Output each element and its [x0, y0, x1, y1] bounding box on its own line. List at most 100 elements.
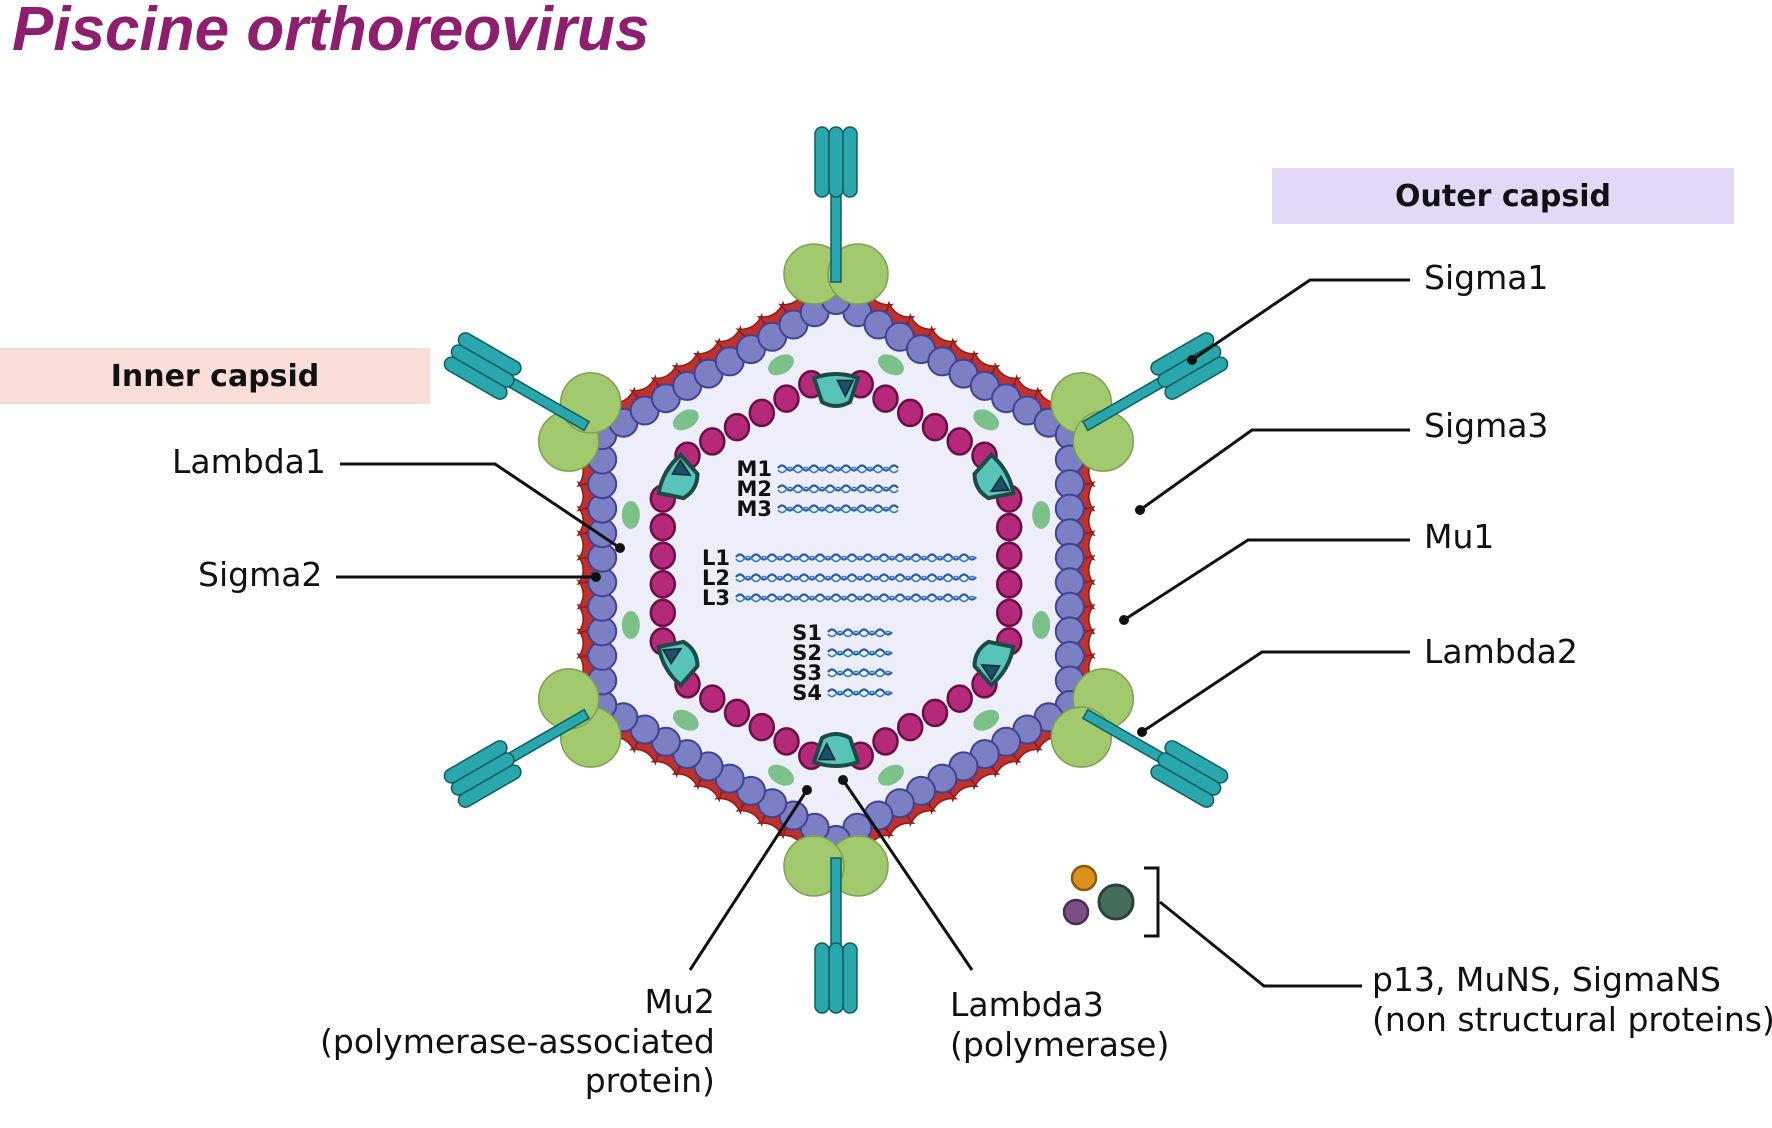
- segment-m2-strand-b: [777, 486, 899, 494]
- page-title: Piscine orthoreovirus: [12, 0, 650, 64]
- sigma2-protein: [768, 764, 794, 786]
- sigma2-protein: [1032, 611, 1051, 639]
- lambda1-protein: [995, 570, 1023, 599]
- sigma1-head: [1164, 356, 1229, 400]
- lambda1-protein: [649, 512, 677, 542]
- leader-lambda3: [841, 779, 974, 971]
- label-sigma1: Sigma1: [1424, 258, 1549, 297]
- sigma1-spike: [814, 126, 858, 283]
- sigma2-protein: [768, 354, 794, 376]
- segment-s2-strand-b: [827, 650, 893, 658]
- segment-l3-strand-b: [735, 595, 977, 603]
- segment-s4-strand-b: [827, 690, 893, 698]
- sigma1-head: [443, 740, 508, 784]
- inner-capsid-header: Inner capsid: [0, 348, 430, 404]
- lambda1-protein: [946, 427, 973, 456]
- lambda1-protein: [649, 598, 677, 628]
- leader-sigma3-dot: [1135, 505, 1145, 515]
- lambda1-protein: [995, 512, 1023, 542]
- lambda3-polymerase: [972, 639, 1016, 688]
- segment-m1-strand-b: [777, 466, 899, 474]
- outer-capsid-shell: [576, 276, 1096, 864]
- sigma1-head: [814, 942, 830, 1014]
- segment-s1-strand: [827, 628, 893, 636]
- lambda1-protein: [748, 712, 776, 742]
- segment-s3-label: S3: [792, 661, 822, 685]
- mu2-protein: [671, 458, 692, 476]
- lambda1-protein: [921, 412, 949, 442]
- segment-m1-strand: [777, 464, 899, 472]
- leader-mu2: [688, 789, 809, 971]
- label-sigma3: Sigma3: [1424, 406, 1549, 445]
- mu2-protein: [661, 647, 683, 666]
- lambda2-protein: [827, 243, 889, 305]
- lambda1-protein: [896, 712, 924, 742]
- sigma2-protein: [621, 501, 640, 529]
- outer-capsid-header: Outer capsid: [1272, 168, 1734, 224]
- label-lambda1: Lambda1: [172, 442, 326, 481]
- segment-s2-strand: [827, 648, 893, 656]
- lambda1-protein: [872, 384, 899, 413]
- lambda1-protein: [649, 541, 677, 570]
- sigma2-protein: [1032, 501, 1051, 529]
- lambda1-protein: [921, 698, 949, 728]
- sigma1-spikes: [443, 126, 1229, 1014]
- label-nonstructural: p13, MuNS, SigmaNS (non structural prote…: [1372, 960, 1772, 1039]
- leader-nonstructural: [1159, 900, 1362, 988]
- leader-mu2-dot: [802, 785, 812, 795]
- sigma2-protein: [621, 611, 640, 639]
- lambda1-protein: [773, 727, 800, 756]
- segment-m2-strand: [777, 484, 899, 492]
- label-lambda2: Lambda2: [1424, 632, 1578, 671]
- lambda1-protein: [946, 684, 973, 713]
- segment-l1-strand-b: [735, 555, 977, 563]
- leader-sigma1-dot: [1187, 355, 1197, 365]
- label-lambda3: Lambda3 (polymerase): [950, 985, 1170, 1064]
- sigma2-protein: [672, 709, 699, 731]
- leader-lambda3-dot: [838, 775, 848, 785]
- leader-lambda1-dot: [615, 543, 625, 553]
- sigma2-protein: [878, 764, 904, 786]
- lambda1-protein: [995, 541, 1023, 570]
- lambda3-polymerase: [811, 732, 861, 768]
- leader-sigma3: [1139, 428, 1410, 512]
- sigma1-head: [842, 942, 858, 1014]
- muns-protein: [1097, 883, 1135, 921]
- segment-s2-label: S2: [792, 641, 822, 665]
- nonstructural-bracket: [1144, 866, 1160, 938]
- lambda1-protein: [699, 427, 726, 456]
- segment-l1-label: L1: [702, 546, 730, 570]
- lambda1-protein: [896, 398, 924, 428]
- segment-s3-strand: [827, 668, 893, 676]
- lambda1-protein: [723, 412, 751, 442]
- lambda1-protein: [699, 684, 726, 713]
- sigma1-head: [457, 332, 522, 376]
- leader-mu1-dot: [1119, 615, 1129, 625]
- lambda1-protein: [748, 398, 776, 428]
- sigma1-stalk: [830, 857, 842, 949]
- nonstructural-proteins: [1062, 864, 1135, 926]
- p13-protein: [1070, 864, 1098, 892]
- leader-lambda2-dot: [1137, 727, 1147, 737]
- lambda2-protein: [1050, 706, 1113, 768]
- lambda1-protein: [995, 598, 1023, 628]
- segment-s4-label: S4: [792, 681, 822, 705]
- segment-s1-strand-b: [827, 630, 893, 638]
- sigmans-protein: [1062, 898, 1090, 926]
- sigma1-stalk: [830, 191, 842, 283]
- sigma1-spike: [443, 332, 591, 432]
- segment-m2-label: M2: [736, 477, 772, 501]
- sigma1-head: [828, 126, 844, 198]
- label-sigma2: Sigma2: [198, 555, 323, 594]
- lambda3-polymerase: [811, 372, 861, 408]
- leader-sigma2-dot: [591, 572, 601, 582]
- segment-m3-strand-b: [777, 506, 899, 514]
- segment-m3-strand: [777, 504, 899, 512]
- segment-s4-strand: [827, 688, 893, 696]
- lambda1-protein: [649, 570, 677, 599]
- sigma2-protein: [973, 409, 1000, 431]
- sigma1-head: [842, 126, 858, 198]
- segment-l2-strand-b: [735, 575, 977, 583]
- segment-l3-strand: [735, 593, 977, 601]
